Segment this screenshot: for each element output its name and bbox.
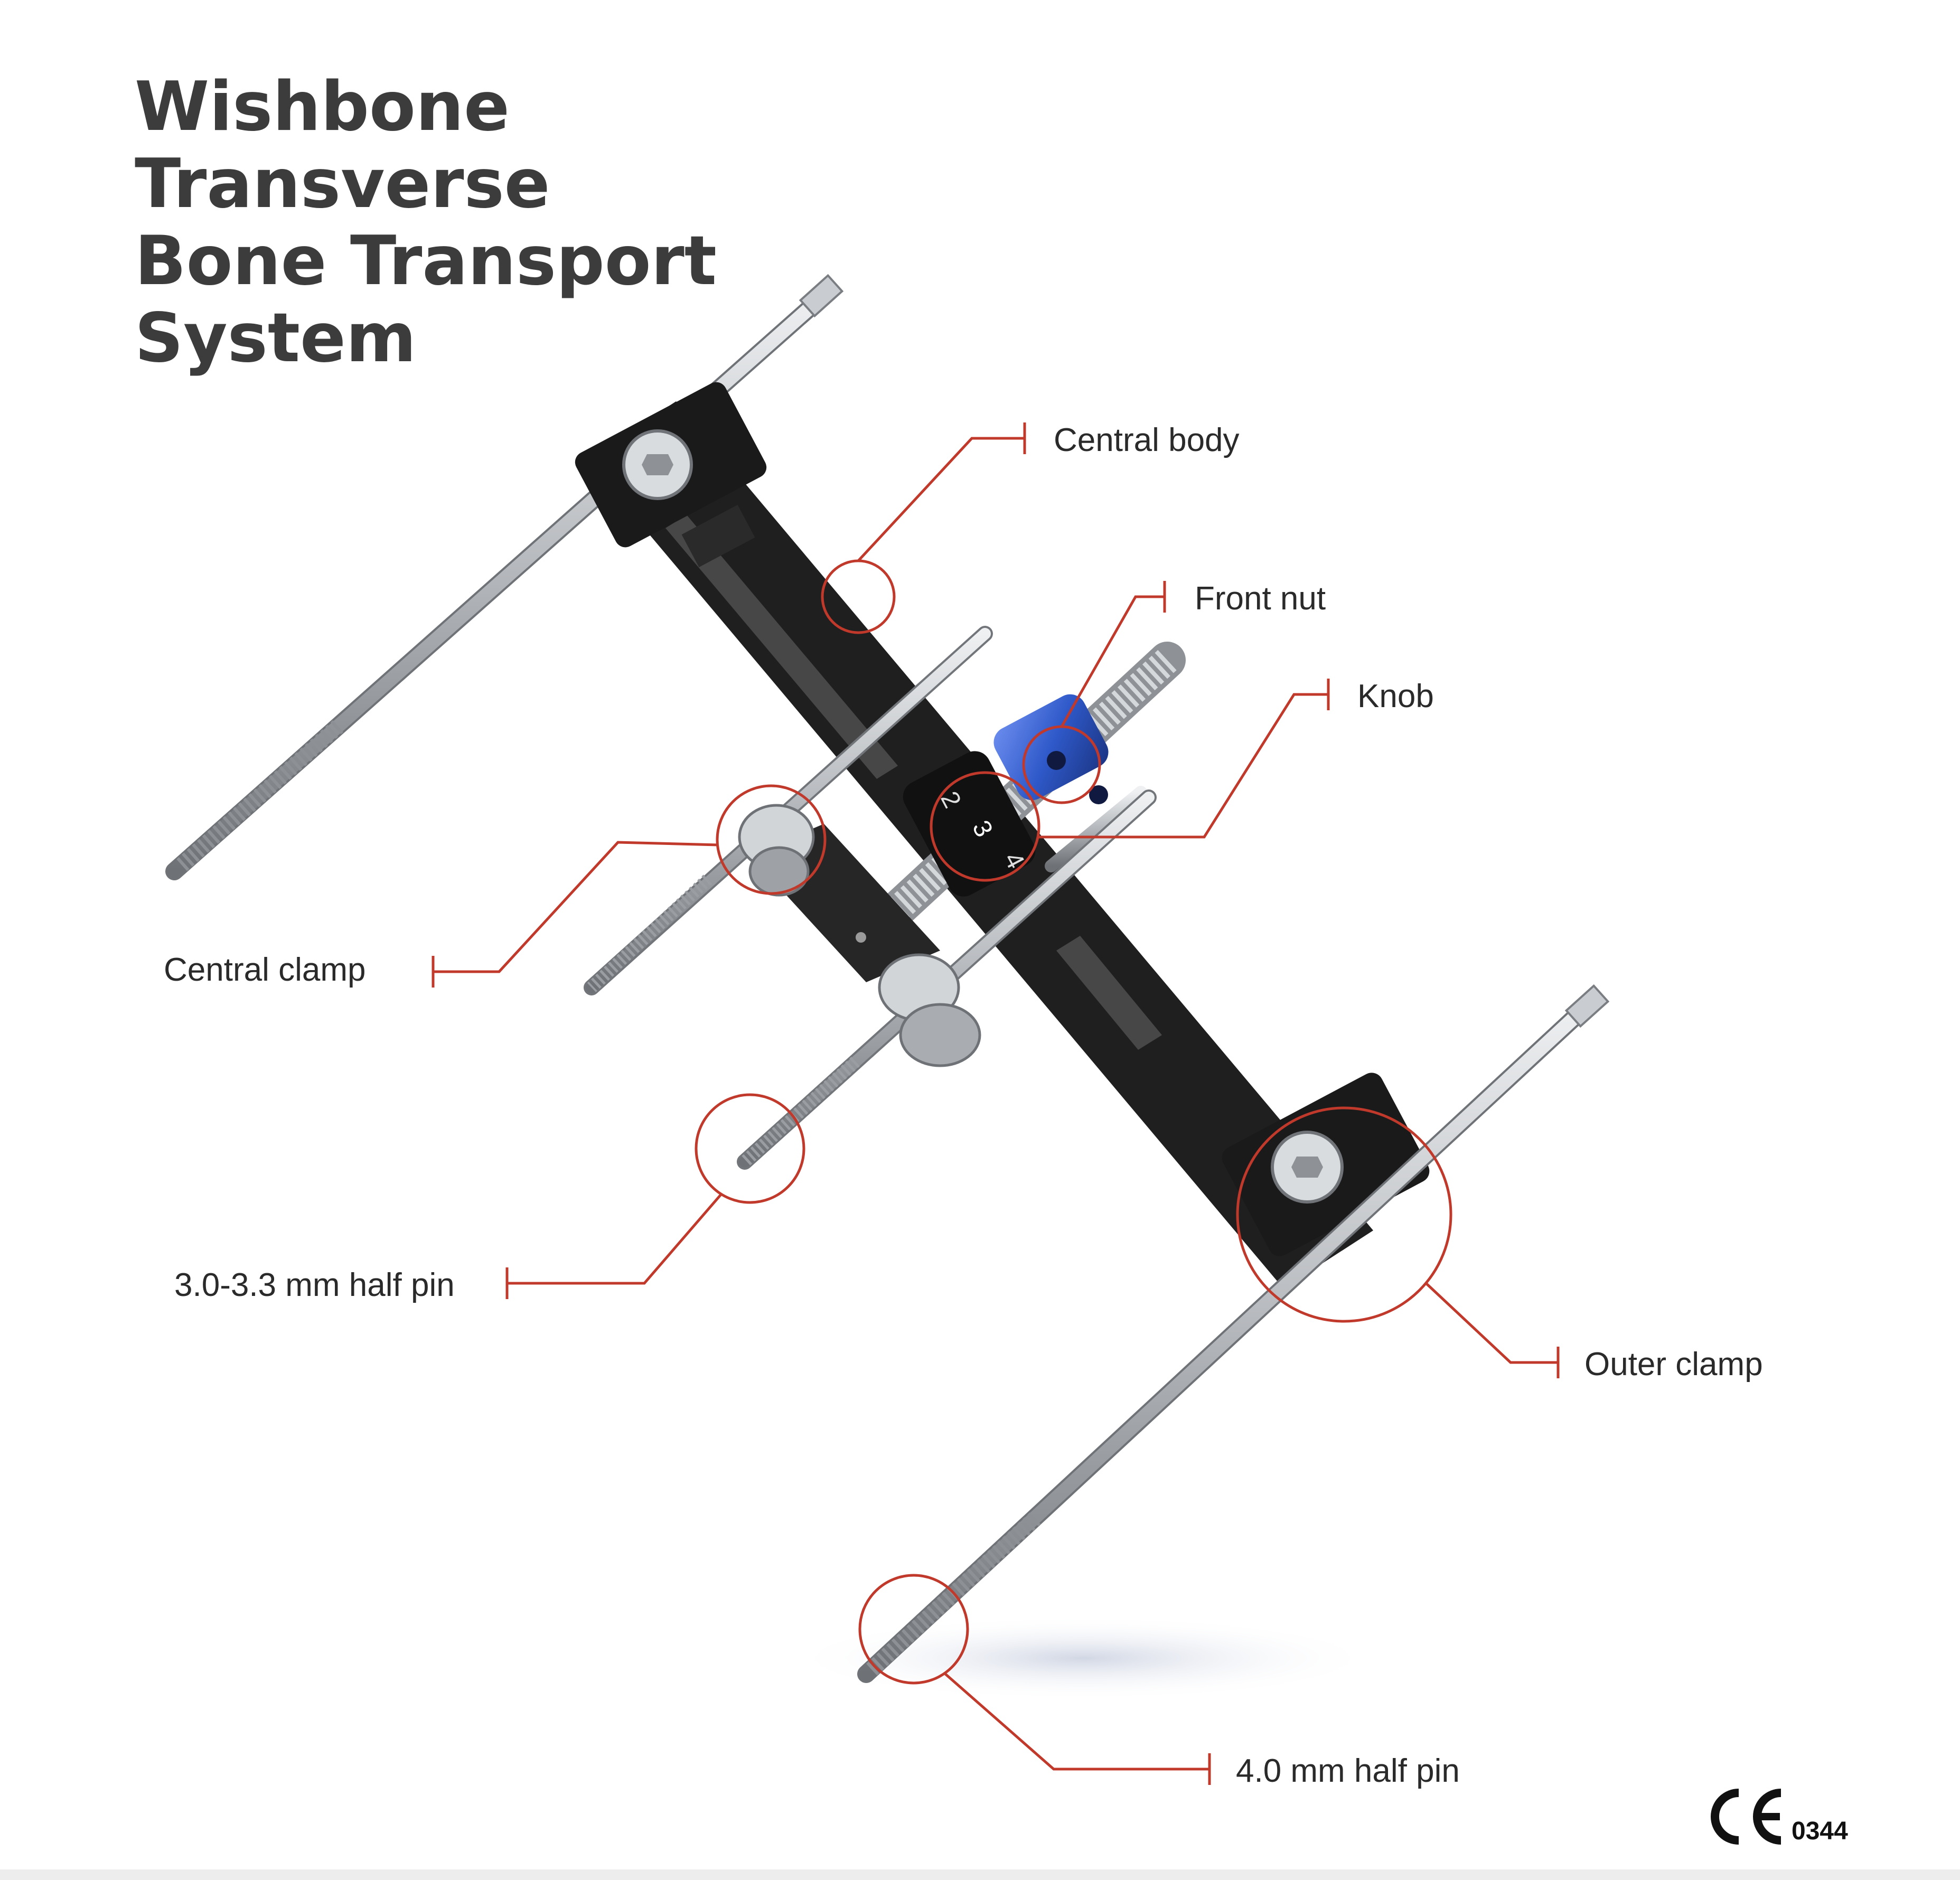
callout-front-nut — [1022, 581, 1166, 804]
title-line: Wishbone — [135, 68, 510, 146]
ce-code: 0344 — [1792, 1817, 1848, 1845]
title-line: Transverse — [135, 145, 550, 223]
title-line: System — [135, 299, 417, 378]
bottom-band — [0, 1869, 1960, 1880]
title-line: Bone Transport — [135, 222, 717, 300]
page-title: Wishbone Transverse Bone Transport Syste… — [135, 69, 768, 377]
outer-clamp — [1222, 1073, 1430, 1256]
label-central-clamp: Central clamp — [164, 952, 366, 988]
knob — [993, 694, 1109, 804]
callout-half-pin-small — [505, 1093, 805, 1299]
label-knob: Knob — [1357, 678, 1434, 715]
ce-mark-logo — [1711, 1789, 1781, 1845]
callout-knob — [930, 679, 1330, 882]
label-half-pin-large: 4.0 mm half pin — [1236, 1753, 1460, 1789]
label-central-body: Central body — [1054, 422, 1240, 458]
lower-half-pin — [857, 984, 1610, 1683]
label-half-pin-small: 3.0-3.3 mm half pin — [174, 1267, 455, 1303]
callout-half-pin-large — [858, 1574, 1211, 1785]
callout-central-clamp — [432, 784, 827, 988]
upper-clamp — [575, 382, 767, 568]
central-clamp — [738, 804, 981, 1067]
callout-central-body — [821, 422, 1026, 634]
label-outer-clamp: Outer clamp — [1584, 1346, 1763, 1383]
callout-outer-clamp — [1236, 1106, 1560, 1378]
front-pin — [1045, 786, 1147, 872]
label-front-nut: Front nut — [1195, 580, 1326, 617]
